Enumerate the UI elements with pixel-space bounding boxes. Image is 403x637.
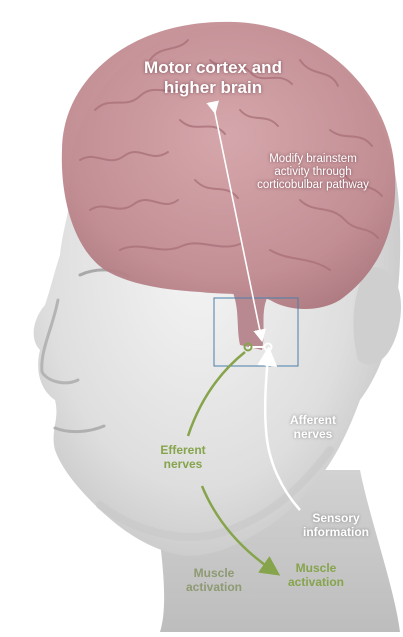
afferent-nerves-label: Afferent nerves xyxy=(278,414,348,442)
sensory-information-label: Sensory information xyxy=(288,512,384,540)
muscle-activation-left-label: Muscle activation xyxy=(176,567,252,595)
muscle-activation-right-label: Muscle activation xyxy=(277,562,355,590)
modify-brainstem-label: Modify brainstem activity through cortic… xyxy=(238,153,388,193)
motor-cortex-label: Motor cortex and higher brain xyxy=(118,58,308,97)
efferent-nerves-label: Efferent nerves xyxy=(148,444,218,472)
